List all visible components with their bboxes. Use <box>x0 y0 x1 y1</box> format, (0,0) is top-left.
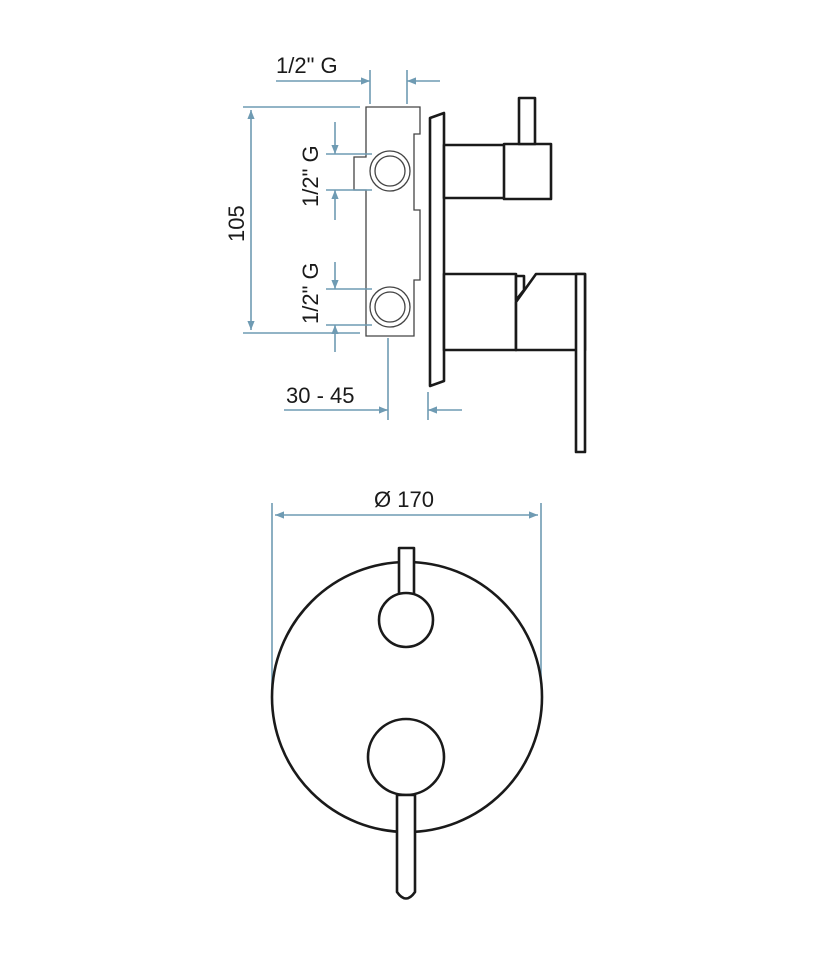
upper-inlet-port-outer <box>369 150 411 192</box>
mixer-handle-wedge <box>514 274 526 302</box>
mixer-handle-front <box>366 717 446 797</box>
lower-inlet-port-outer <box>369 286 411 328</box>
diverter-spindle <box>442 143 508 200</box>
diverter-knob <box>502 142 553 201</box>
top-thread-label: 1/2" G <box>276 53 338 78</box>
mixer-handle <box>514 272 587 352</box>
upper-inlet-port-inner <box>374 155 406 187</box>
plate-diameter-label: Ø 170 <box>374 487 434 512</box>
diverter-lever <box>517 96 537 146</box>
mixer-lever-front <box>395 793 417 900</box>
lower-inlet-thread-label: 1/2" G <box>298 262 323 324</box>
side-view <box>353 96 587 454</box>
lower-inlet-port-inner <box>374 291 406 323</box>
height-label: 105 <box>224 205 249 242</box>
installation-depth-label: 30 - 45 <box>286 383 355 408</box>
front-view: Ø 170 <box>270 487 544 900</box>
mixer-spindle <box>442 272 518 352</box>
upper-inlet-thread-label: 1/2" G <box>298 145 323 207</box>
side-view-dimensions: 1/2" G 105 1/2" G 1/2" G 30 - 45 <box>224 53 462 420</box>
cover-plate-side <box>428 111 446 388</box>
diverter-lever-front <box>397 546 416 598</box>
diverter-knob-front <box>377 591 435 649</box>
mixer-lever <box>574 272 587 454</box>
